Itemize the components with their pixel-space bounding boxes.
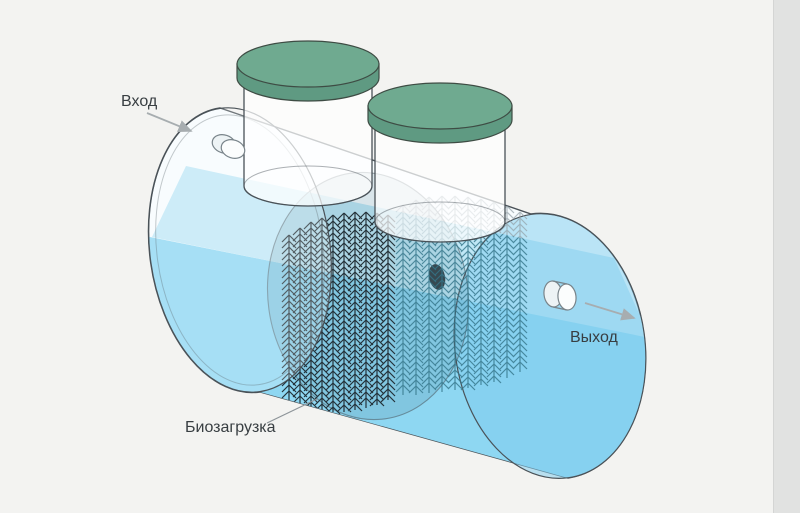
bio-media-brush-strokes	[281, 211, 396, 415]
outlet-pipe	[543, 280, 577, 311]
riser-front-lid-top	[367, 82, 513, 130]
page-right-gutter	[773, 0, 800, 513]
inlet-label: Вход	[121, 93, 158, 110]
outlet-pipe-front	[557, 283, 577, 311]
riser-rear	[236, 40, 380, 207]
bio-media-label: Биозагрузка	[185, 419, 276, 436]
riser-rear-neck	[243, 69, 373, 207]
riser-front-neck	[374, 111, 506, 243]
outlet-label: Выход	[570, 329, 619, 346]
outlet-arrow-icon	[584, 302, 636, 321]
outlet-pipe-top-edge	[552, 280, 568, 285]
inlet-pipe	[211, 134, 246, 159]
riser-rear-lid-top	[236, 40, 380, 88]
riser-rear-neck-rim	[243, 165, 373, 207]
left-end-cap-rim	[155, 114, 325, 386]
inlet-pipe-inner	[220, 139, 246, 159]
inlet-arrow-icon	[146, 112, 193, 133]
baffle-hole	[428, 264, 446, 290]
riser-front-neck-rim	[374, 201, 506, 243]
riser-front	[367, 82, 513, 243]
bio-media-leader-line	[266, 398, 318, 424]
